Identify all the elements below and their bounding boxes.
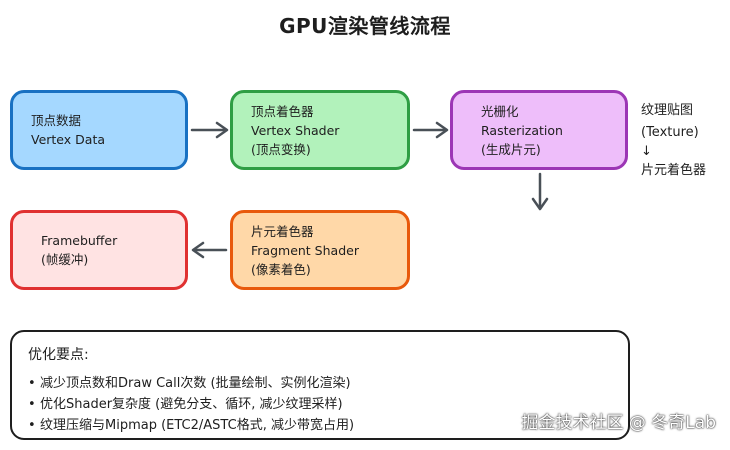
node-fragment-shader-line: (像素着色) bbox=[251, 261, 311, 277]
node-vertex-shader-line: 顶点着色器 bbox=[251, 103, 314, 119]
diagram-title: GPU渲染管线流程 bbox=[279, 14, 451, 38]
node-framebuffer: Framebuffer (帧缓冲) bbox=[10, 210, 188, 290]
node-rasterization-line: (生成片元) bbox=[481, 141, 541, 157]
arrow-vertex-data-to-vertex-shader bbox=[190, 121, 229, 139]
node-fragment-shader-line: Fragment Shader bbox=[251, 242, 359, 258]
node-vertex-shader-line: (顶点变换) bbox=[251, 141, 311, 157]
list-item: • 纹理压缩与Mipmap (ETC2/ASTC格式, 减少带宽占用) bbox=[28, 415, 612, 436]
list-item: • 减少顶点数和Draw Call次数 (批量绘制、实例化渲染) bbox=[28, 373, 612, 394]
texture-note-line: 纹理贴图 bbox=[641, 103, 694, 118]
node-framebuffer-label: Framebuffer (帧缓冲) bbox=[13, 231, 117, 269]
node-vertex-data: 顶点数据 Vertex Data bbox=[10, 90, 188, 170]
list-item: • 优化Shader复杂度 (避免分支、循环, 减少纹理采样) bbox=[28, 394, 612, 415]
node-rasterization-line: 光栅化 bbox=[481, 103, 519, 119]
optimization-item-text: 纹理压缩与Mipmap (ETC2/ASTC格式, 减少带宽占用) bbox=[40, 418, 355, 433]
node-framebuffer-line: (帧缓冲) bbox=[41, 252, 89, 267]
node-framebuffer-line: Framebuffer bbox=[41, 233, 118, 248]
node-rasterization-label: 光栅化 Rasterization (生成片元) bbox=[453, 102, 563, 159]
node-rasterization-line: Rasterization bbox=[481, 122, 563, 138]
arrow-vertex-shader-to-rasterization bbox=[412, 121, 449, 139]
arrow-fragment-shader-to-framebuffer bbox=[191, 241, 228, 259]
optimization-title: 优化要点: bbox=[28, 347, 89, 363]
bullet-icon: • bbox=[28, 418, 36, 433]
node-rasterization: 光栅化 Rasterization (生成片元) bbox=[450, 90, 628, 170]
optimization-list: • 减少顶点数和Draw Call次数 (批量绘制、实例化渲染) • 优化Sha… bbox=[28, 373, 612, 436]
down-arrow-icon: ↓ bbox=[641, 144, 652, 159]
arrow-rasterization-to-fragment-shader bbox=[531, 172, 549, 211]
bullet-icon: • bbox=[28, 376, 36, 391]
bullet-icon: • bbox=[28, 397, 36, 412]
node-vertex-data-label: 顶点数据 Vertex Data bbox=[13, 111, 105, 149]
texture-note-line: 片元着色器 bbox=[641, 163, 707, 178]
optimization-item-text: 减少顶点数和Draw Call次数 (批量绘制、实例化渲染) bbox=[40, 376, 351, 391]
optimization-box: 优化要点: • 减少顶点数和Draw Call次数 (批量绘制、实例化渲染) •… bbox=[10, 330, 630, 440]
node-fragment-shader-line: 片元着色器 bbox=[251, 223, 314, 239]
node-fragment-shader: 片元着色器 Fragment Shader (像素着色) bbox=[230, 210, 410, 290]
node-vertex-shader: 顶点着色器 Vertex Shader (顶点变换) bbox=[230, 90, 410, 170]
watermark: 掘金技术社区 @ 冬奇Lab bbox=[521, 413, 717, 433]
node-vertex-data-line: Vertex Data bbox=[31, 132, 105, 147]
node-fragment-shader-label: 片元着色器 Fragment Shader (像素着色) bbox=[233, 222, 359, 279]
node-vertex-data-line: 顶点数据 bbox=[31, 113, 82, 128]
texture-note-line: (Texture) bbox=[641, 125, 699, 140]
optimization-item-text: 优化Shader复杂度 (避免分支、循环, 减少纹理采样) bbox=[40, 397, 343, 412]
node-vertex-shader-label: 顶点着色器 Vertex Shader (顶点变换) bbox=[233, 102, 339, 159]
node-vertex-shader-line: Vertex Shader bbox=[251, 122, 340, 138]
texture-side-note: 纹理贴图 (Texture) ↓ 片元着色器 bbox=[641, 100, 706, 182]
